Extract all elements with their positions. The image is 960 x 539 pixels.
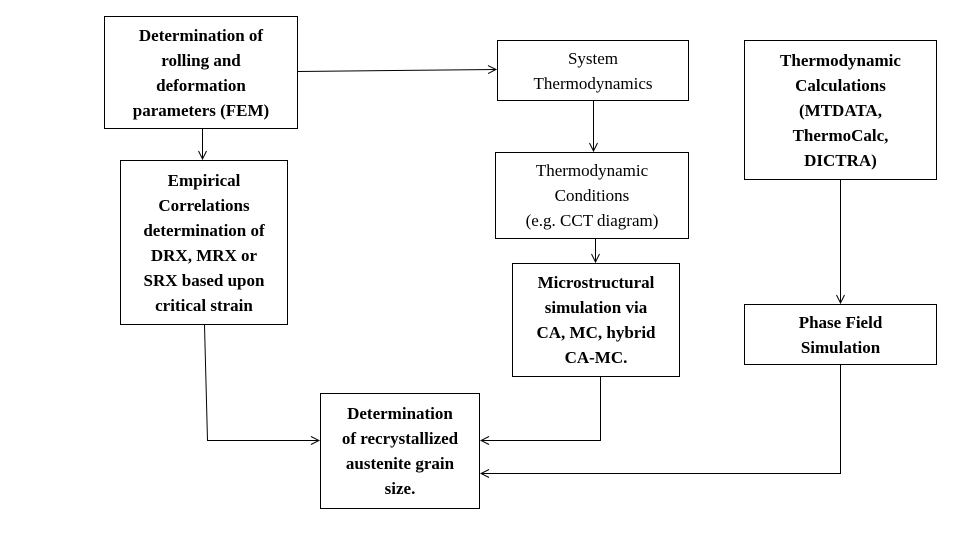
thermodynamic-conditions-label: Thermodynamic Conditions (e.g. CCT diagr… [525,161,659,230]
fem-parameters-label: Determination of rolling and deformation… [132,25,270,120]
grain-size-label: Determination of recrystallized austenit… [341,404,459,498]
phase-field-simulation-label: Phase Field Simulation [798,312,883,357]
system-thermodynamics-box: System Thermodynamics [497,40,689,101]
empirical-correlations-label: Empirical Correlations determination of … [143,170,265,315]
fem-parameters-box: Determination of rolling and deformation… [104,16,298,129]
microstructural-simulation-box: Microstructural simulation via CA, MC, h… [512,263,680,377]
microstructural-simulation-label: Microstructural simulation via CA, MC, h… [536,273,656,367]
edge-fem-to-system-thermodynamics [297,70,496,72]
empirical-correlations-box: Empirical Correlations determination of … [120,160,288,325]
edge-empirical-to-grain-size [204,324,320,441]
thermodynamic-calculations-label: Thermodynamic Calculations (MTDATA, Ther… [780,50,901,170]
edge-phase-field-to-grain-size [481,365,841,474]
edge-microstructural-to-grain-size [481,377,601,441]
thermodynamic-conditions-box: Thermodynamic Conditions (e.g. CCT diagr… [495,152,689,239]
phase-field-simulation-box: Phase Field Simulation [744,304,937,365]
system-thermodynamics-label: System Thermodynamics [533,48,653,93]
thermodynamic-calculations-box: Thermodynamic Calculations (MTDATA, Ther… [744,40,937,180]
grain-size-box: Determination of recrystallized austenit… [320,393,480,509]
